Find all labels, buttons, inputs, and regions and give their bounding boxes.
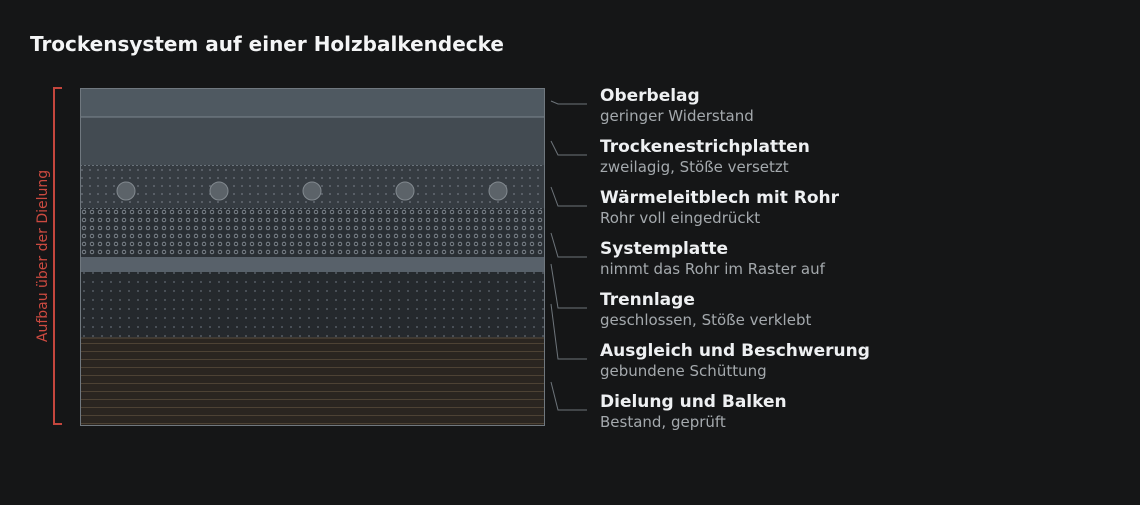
layer-description: gebundene Schüttung [600, 362, 767, 380]
pipe-row [116, 181, 508, 201]
layer-name: Dielung und Balken [600, 392, 787, 412]
height-bracket [53, 87, 62, 425]
pipe-circle [209, 181, 229, 201]
callout-systemplatte: Systemplatte nimmt das Rohr im Raster au… [600, 239, 825, 279]
layer-name: Trennlage [600, 290, 695, 310]
layer-dielung [80, 338, 545, 426]
layer-description: Rohr voll eingedrückt [600, 209, 761, 227]
leader-line [550, 140, 587, 156]
layer-description: zweilagig, Stöße versetzt [600, 158, 789, 176]
layer-name: Ausgleich und Beschwerung [600, 341, 870, 361]
layer-description: geschlossen, Stöße verklebt [600, 311, 812, 329]
layer-name: Systemplatte [600, 239, 729, 259]
leader-line [550, 186, 587, 207]
layer-description: geringer Widerstand [600, 107, 754, 125]
layer-name: Wärmeleitblech mit Rohr [600, 188, 840, 208]
layer-description: Bestand, geprüft [600, 413, 726, 431]
callout-dielung: Dielung und Balken Bestand, geprüft [600, 392, 787, 432]
layer-name: Trockenestrichplatten [600, 137, 810, 157]
pipe-circle [302, 181, 322, 201]
leader-lines [550, 100, 587, 411]
callout-trockenestrichplatten: Trockenestrichplatten zweilagig, Stöße v… [600, 137, 810, 177]
pipe-circle [116, 181, 136, 201]
leader-line [550, 381, 587, 411]
callout-waermeleitblech: Wärmeleitblech mit Rohr Rohr voll einged… [600, 188, 839, 228]
layer-oberbelag [80, 88, 545, 117]
callout-oberbelag: Oberbelag geringer Widerstand [600, 86, 754, 126]
leader-line [550, 263, 587, 309]
layer-trennlage [80, 257, 545, 272]
callout-trennlage: Trennlage geschlossen, Stöße verklebt [600, 290, 811, 330]
layer-trockenestrichplatten [80, 117, 545, 165]
pipe-circle [488, 181, 508, 201]
callout-ausgleich: Ausgleich und Beschwerung gebundene Schü… [600, 341, 870, 381]
leader-line [550, 232, 587, 258]
layer-description: nimmt das Rohr im Raster auf [600, 260, 825, 278]
leader-line [550, 303, 587, 360]
layer-name: Oberbelag [600, 86, 700, 106]
page-title: Trockensystem auf einer Holzbalkendecke [30, 32, 504, 56]
leader-line [550, 100, 587, 105]
pipe-circle [395, 181, 415, 201]
